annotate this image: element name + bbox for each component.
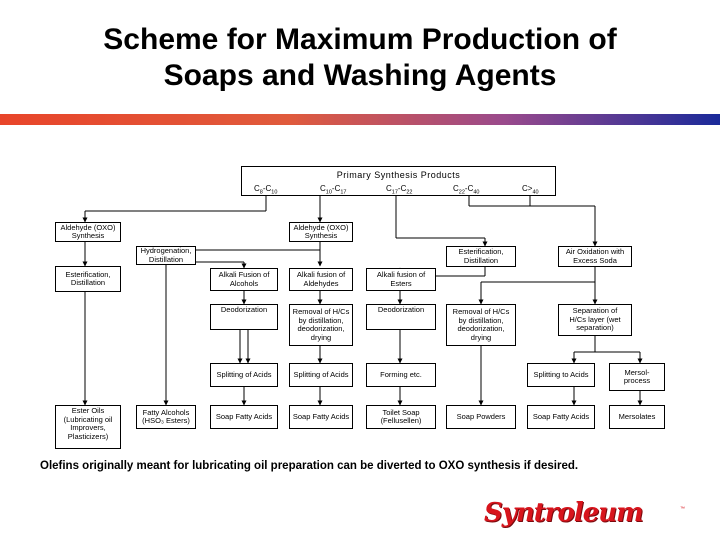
alkali-fusion-aldehydes-box: Alkali fusion of Aldehydes — [289, 268, 353, 291]
toilet-soap-box: Toilet Soap (Fellusellen) — [366, 405, 436, 429]
product-c17-c22: C17-C22 — [386, 184, 412, 196]
product-sub2: 22 — [406, 189, 413, 196]
deodorization-2-box: Deodorization — [366, 304, 436, 330]
slide-title-line-2: Soaps and Washing Agents — [163, 59, 557, 92]
removal-hcs-1-box: Removal of H/Cs by distillation, deodori… — [289, 304, 353, 346]
slide-title: Scheme for Maximum Production of Soaps a… — [0, 22, 720, 94]
removal-hcs-2-box: Removal of H/Cs by distillation, deodori… — [446, 304, 516, 346]
alkali-fusion-alcohols-box: Alkali Fusion of Alcohols — [210, 268, 278, 291]
primary-synthesis-title: Primary Synthesis Products — [336, 170, 461, 180]
aldehyde-synthesis-center-box: Aldehyde (OXO) Synthesis — [289, 222, 353, 242]
product-base: C — [320, 184, 326, 193]
soap-powders-box: Soap Powders — [446, 405, 516, 429]
product-base: C> — [522, 184, 533, 193]
product-sep: -C — [464, 184, 474, 193]
syntroleum-logo: Syntroleum — [484, 498, 644, 528]
product-sub1: 40 — [532, 189, 539, 196]
splitting-to-acids-box: Splitting to Acids — [527, 363, 595, 387]
footnote-text: Olefins originally meant for lubricating… — [40, 460, 579, 472]
deodorization-1-box: Deodorization — [210, 304, 278, 330]
product-sub1: 8 — [259, 189, 263, 196]
product-sub2: 10 — [271, 189, 278, 196]
product-c22-c40: C22-C40 — [453, 184, 479, 196]
product-sub1: 22 — [458, 189, 465, 196]
product-sep: -C — [331, 184, 341, 193]
mersol-process-box: Mersol- process — [609, 363, 665, 391]
product-sub1: 17 — [391, 189, 398, 196]
fatty-alcohols-box: Fatty Alcohols (HSO₃ Esters) — [136, 405, 196, 429]
product-c8-c10: C8-C10 — [254, 184, 277, 196]
separation-hcs-box: Separation of H/Cs layer (wet separation… — [558, 304, 632, 336]
product-sep: -C — [397, 184, 407, 193]
product-c10-c17: C10-C17 — [320, 184, 346, 196]
alkali-fusion-esters-box: Alkali fusion of Esters — [366, 268, 436, 291]
aldehyde-synthesis-left-box: Aldehyde (OXO) Synthesis — [55, 222, 121, 242]
soap-fatty-acids-2-box: Soap Fatty Acids — [289, 405, 353, 429]
splitting-acids-2-box: Splitting of Acids — [289, 363, 353, 387]
soap-fatty-acids-3-box: Soap Fatty Acids — [527, 405, 595, 429]
product-sep: -C — [262, 184, 272, 193]
soap-fatty-acids-1-box: Soap Fatty Acids — [210, 405, 278, 429]
product-sub2: 17 — [340, 189, 347, 196]
product-c40-plus: C>40 — [522, 184, 539, 196]
product-sub1: 10 — [325, 189, 332, 196]
header-gradient-band — [0, 114, 720, 125]
splitting-acids-1-box: Splitting of Acids — [210, 363, 278, 387]
mersolates-box: Mersolates — [609, 405, 665, 429]
product-base: C — [386, 184, 392, 193]
esterification-right-box: Esterification, Distillation — [446, 246, 516, 267]
ester-oils-box: Ester Oils (Lubricating oil Improvers, P… — [55, 405, 121, 449]
esterification-left-box: Esterification, Distillation — [55, 266, 121, 292]
product-base: C — [453, 184, 459, 193]
forming-box: Forming etc. — [366, 363, 436, 387]
slide-title-line-1: Scheme for Maximum Production of — [103, 23, 617, 56]
primary-synthesis-products-box: Primary Synthesis Products C8-C10 C10-C1… — [241, 166, 556, 196]
air-oxidation-box: Air Oxidation with Excess Soda — [558, 246, 632, 267]
product-base: C — [254, 184, 260, 193]
hydrogenation-distillation-box: Hydrogenation, Distillation — [136, 246, 196, 265]
product-sub2: 40 — [473, 189, 480, 196]
trademark-mark: ™ — [680, 506, 685, 512]
